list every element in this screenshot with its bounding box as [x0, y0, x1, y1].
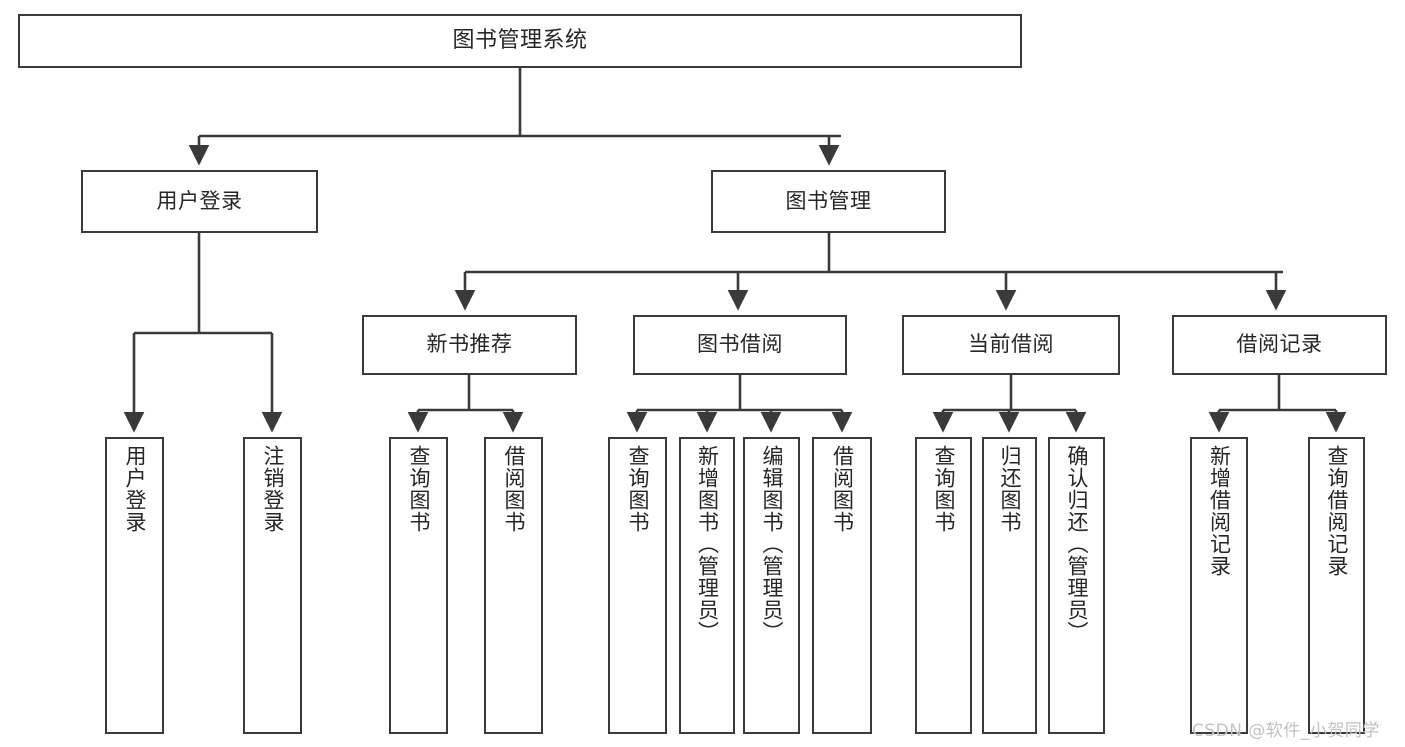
node-label: 图书借阅 — [697, 332, 783, 357]
leaf-edit-book-admin[interactable]: 编辑图书（管理员） — [743, 437, 800, 734]
leaf-borrow-book-2[interactable]: 借阅图书 — [812, 437, 872, 734]
csdn-watermark: CSDN @软件_小贺同学 — [1192, 721, 1380, 741]
node-label: 查询图书 — [625, 445, 650, 533]
node-current-borrow[interactable]: 当前借阅 — [902, 315, 1120, 375]
node-new-book-recommend[interactable]: 新书推荐 — [362, 315, 577, 375]
leaf-confirm-return-admin[interactable]: 确认归还（管理员） — [1048, 437, 1105, 734]
node-label: 借阅图书 — [501, 445, 526, 533]
node-label: 注销登录 — [260, 445, 285, 533]
node-label: 归还图书 — [997, 445, 1022, 533]
node-borrow-record[interactable]: 借阅记录 — [1172, 315, 1387, 375]
node-book-manage[interactable]: 图书管理 — [711, 170, 946, 233]
node-label: 新增图书（管理员） — [695, 445, 720, 643]
node-root-system[interactable]: 图书管理系统 — [18, 14, 1022, 68]
node-label: 新书推荐 — [426, 332, 513, 357]
leaf-borrow-book-1[interactable]: 借阅图书 — [484, 437, 543, 734]
node-label: 新增借阅记录 — [1207, 445, 1232, 577]
node-label: 当前借阅 — [968, 332, 1054, 357]
leaf-add-borrow-record[interactable]: 新增借阅记录 — [1190, 437, 1248, 734]
node-label: 查询图书 — [406, 445, 431, 533]
leaf-user-login[interactable]: 用户登录 — [105, 437, 164, 734]
leaf-add-book-admin[interactable]: 新增图书（管理员） — [679, 437, 735, 734]
node-label: 用户登录 — [122, 445, 147, 533]
leaf-query-borrow-record[interactable]: 查询借阅记录 — [1308, 437, 1365, 734]
node-label: 图书管理 — [785, 188, 872, 213]
node-book-borrow[interactable]: 图书借阅 — [633, 315, 847, 375]
node-label: 编辑图书（管理员） — [759, 445, 784, 643]
node-label: 图书管理系统 — [452, 27, 588, 53]
node-label: 借阅记录 — [1236, 332, 1323, 357]
node-label: 用户登录 — [156, 188, 243, 213]
leaf-return-book[interactable]: 归还图书 — [982, 437, 1037, 734]
leaf-logout-login[interactable]: 注销登录 — [243, 437, 302, 734]
node-label: 确认归还（管理员） — [1064, 445, 1089, 643]
node-label: 查询借阅记录 — [1324, 445, 1349, 577]
leaf-query-book-3[interactable]: 查询图书 — [915, 437, 972, 734]
node-label: 借阅图书 — [830, 445, 855, 533]
leaf-query-book-1[interactable]: 查询图书 — [389, 437, 448, 734]
node-label: 查询图书 — [931, 445, 956, 533]
node-user-login[interactable]: 用户登录 — [81, 170, 318, 233]
leaf-query-book-2[interactable]: 查询图书 — [608, 437, 667, 734]
